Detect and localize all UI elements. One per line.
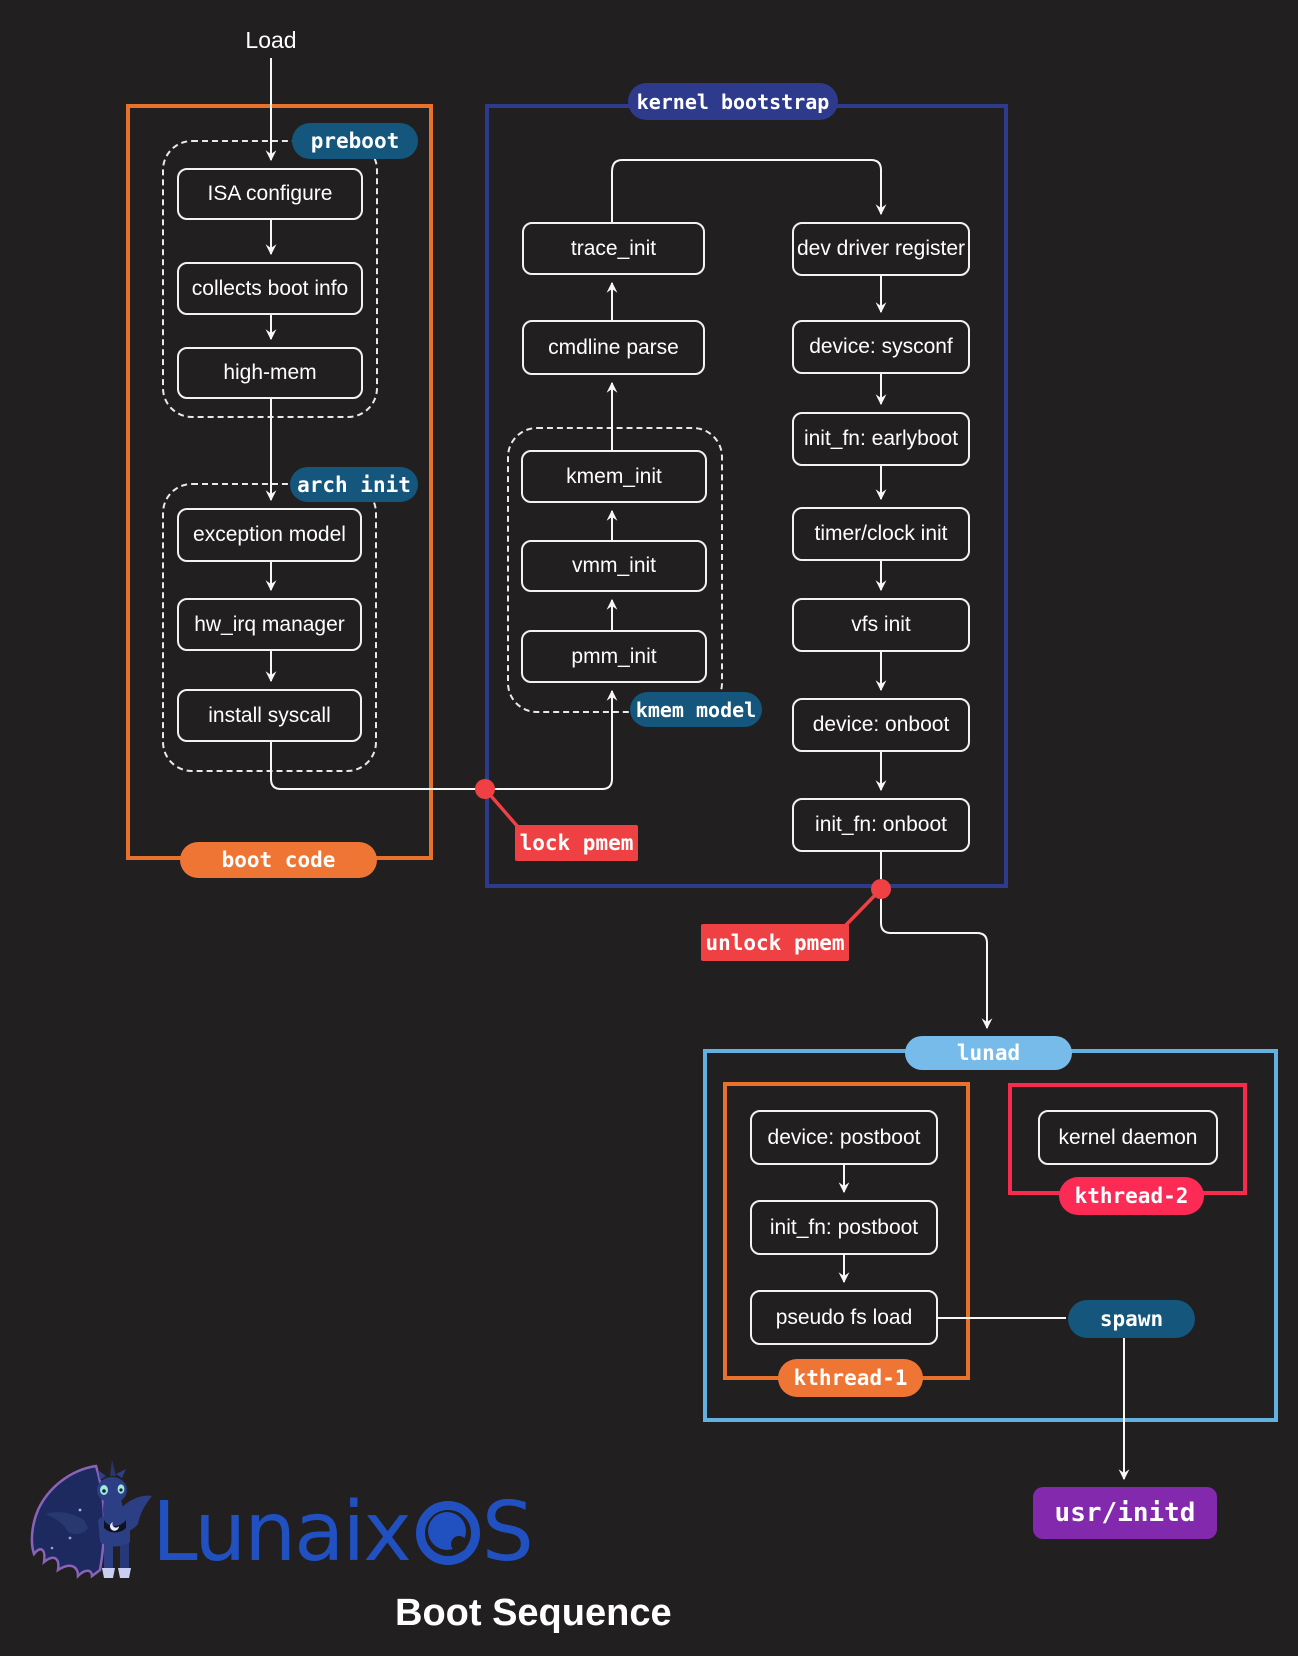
unlock-pmem-tag: unlock pmem (701, 924, 849, 961)
lunad-label-pill: lunad (905, 1036, 1072, 1070)
node-kmem-init: kmem_init (521, 450, 707, 503)
load-label: Load (245, 27, 297, 53)
node-dev-driver-register: dev driver register (792, 222, 970, 276)
spawn-label-pill: spawn (1068, 1300, 1195, 1338)
node-trace-init: trace_init (522, 222, 705, 275)
node-pmm-init: pmm_init (521, 630, 707, 683)
node-timer-clock-init: timer/clock init (792, 507, 970, 561)
kernel-bootstrap-label-pill: kernel bootstrap (628, 83, 838, 120)
node-device-onboot: device: onboot (792, 698, 970, 752)
kthread1-label-pill: kthread-1 (778, 1359, 923, 1397)
brand-text-right: S (481, 1485, 534, 1580)
node-exception-model: exception model (177, 508, 362, 562)
brand-wordmark: Lunaix S (152, 1485, 534, 1580)
node-initfn-onboot: init_fn: onboot (792, 798, 970, 852)
lunaix-moon-o-icon (415, 1501, 480, 1565)
luna-mascot-icon (30, 1460, 152, 1580)
node-pseudo-fs-load: pseudo fs load (750, 1290, 938, 1345)
arch-init-dashed-box (162, 483, 377, 772)
kthread2-label-pill: kthread-2 (1059, 1177, 1204, 1215)
node-kernel-daemon: kernel daemon (1038, 1110, 1218, 1165)
node-high-mem: high-mem (177, 347, 363, 399)
node-vmm-init: vmm_init (521, 540, 707, 592)
arch-init-label-pill: arch init (290, 467, 418, 502)
unlock-pmem-callout-line (844, 887, 883, 927)
lock-pmem-tag: lock pmem (515, 825, 638, 861)
usr-initd-node: usr/initd (1033, 1487, 1217, 1539)
node-install-syscall: install syscall (177, 689, 362, 742)
node-device-postboot: device: postboot (750, 1110, 938, 1165)
brand-text-left: Lunaix (152, 1485, 412, 1580)
kmem-model-label-pill: kmem model (630, 692, 762, 727)
node-isa-configure: ISA configure (177, 168, 363, 220)
node-cmdline-parse: cmdline parse (522, 320, 705, 375)
node-initfn-postboot: init_fn: postboot (750, 1200, 938, 1255)
page-title: Boot Sequence (395, 1592, 672, 1634)
node-vfs-init: vfs init (792, 598, 970, 652)
node-device-sysconf: device: sysconf (792, 320, 970, 374)
kmem-model-dashed-box (507, 427, 723, 713)
preboot-label-pill: preboot (292, 123, 418, 159)
node-initfn-earlyboot: init_fn: earlyboot (792, 412, 970, 466)
node-collects-boot-info: collects boot info (177, 262, 363, 315)
boot-code-label-pill: boot code (180, 842, 377, 878)
node-hw-irq-manager: hw_irq manager (177, 598, 362, 651)
